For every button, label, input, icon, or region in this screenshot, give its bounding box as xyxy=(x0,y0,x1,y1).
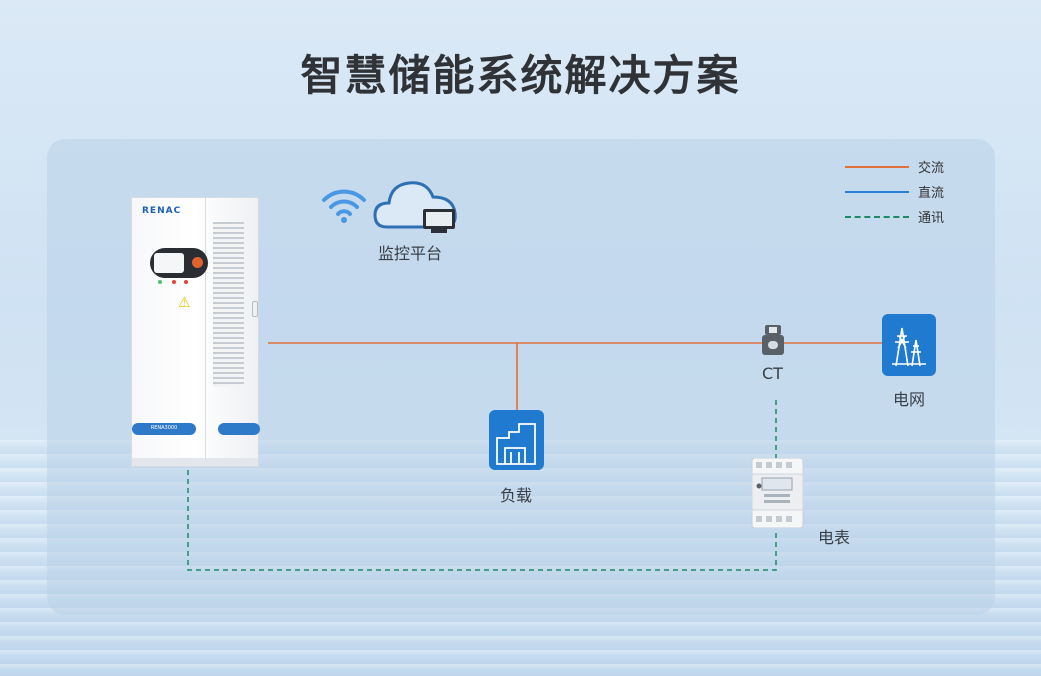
legend-item-ac: 交流 xyxy=(845,154,944,179)
load-label: 负载 xyxy=(500,486,533,505)
legend-label: 交流 xyxy=(918,161,945,176)
legend-item-dc: 直流 xyxy=(845,179,944,204)
energy-meter-icon xyxy=(751,458,804,528)
led-green-icon xyxy=(158,280,162,284)
high-voltage-warning-icon: ⚠ xyxy=(178,295,191,311)
meter-label: 电表 xyxy=(818,528,851,547)
monitor-icon xyxy=(423,209,455,233)
cabinet-band-left xyxy=(132,423,196,435)
cabinet-door-divider xyxy=(205,198,206,466)
cabinet-base xyxy=(132,458,258,466)
legend-line-ac xyxy=(845,165,909,168)
led-red-icon xyxy=(184,280,188,284)
cabinet-display xyxy=(150,248,208,278)
transmission-tower-icon xyxy=(892,327,926,367)
monitor-platform-label: 监控平台 xyxy=(378,244,443,263)
cabinet-model-label: RENA3000 xyxy=(150,425,178,431)
cabinet-power-button-icon xyxy=(192,257,203,268)
wifi-icon xyxy=(322,189,366,223)
cabinet-vents xyxy=(213,222,244,387)
load-node xyxy=(489,410,544,470)
legend-line-comm xyxy=(845,215,909,218)
legend: 交流 直流 通讯 xyxy=(845,154,944,229)
legend-item-comm: 通讯 xyxy=(845,204,944,229)
legend-line-dc xyxy=(845,190,909,193)
ct-label: CT xyxy=(762,364,783,383)
grid-node xyxy=(882,314,936,376)
cabinet-screen xyxy=(154,253,184,273)
cabinet-brand-logo: RENAC xyxy=(142,206,182,216)
led-red-icon xyxy=(172,280,176,284)
cabinet-band-right xyxy=(218,423,260,435)
comm-line xyxy=(187,470,777,571)
legend-label: 通讯 xyxy=(918,211,945,226)
cabinet-handle xyxy=(252,301,258,317)
grid-label: 电网 xyxy=(893,390,926,409)
page-title: 智慧储能系统解决方案 xyxy=(300,51,741,100)
cloud-icon xyxy=(373,181,457,233)
storage-cabinet: RENAC ⚠ RENA3000 xyxy=(131,197,260,467)
factory-icon xyxy=(496,423,536,465)
ct-clamp-icon xyxy=(762,325,784,355)
legend-label: 直流 xyxy=(918,186,945,201)
